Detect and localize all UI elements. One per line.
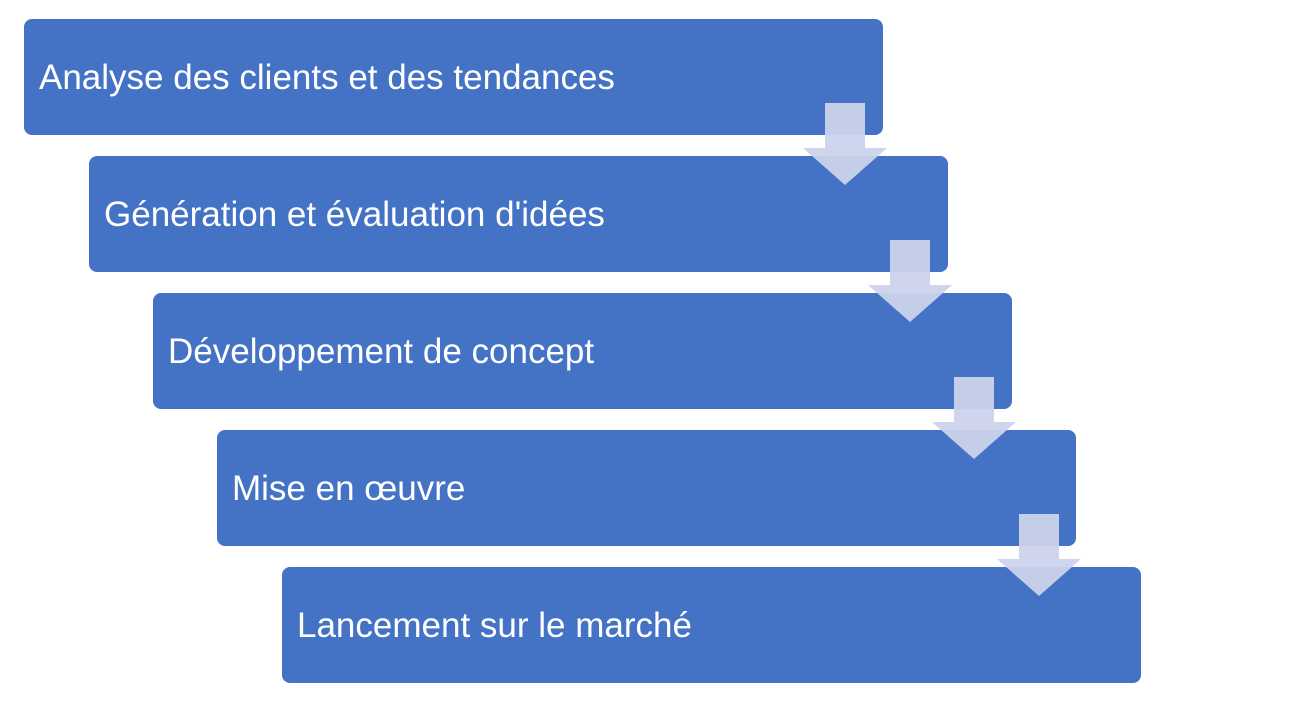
down-arrow-icon (868, 240, 952, 322)
step-label: Lancement sur le marché (297, 605, 692, 645)
step-box-idea-generation: Génération et évaluation d'idées (89, 156, 948, 272)
step-label: Génération et évaluation d'idées (104, 194, 605, 234)
step-box-customer-analysis: Analyse des clients et des tendances (24, 19, 883, 135)
step-box-market-launch: Lancement sur le marché (282, 567, 1141, 683)
down-arrow-icon (803, 103, 887, 185)
step-label: Mise en œuvre (232, 468, 466, 508)
down-arrow-icon (997, 514, 1081, 596)
step-box-concept-development: Développement de concept (153, 293, 1012, 409)
step-label: Développement de concept (168, 331, 595, 371)
down-arrow-icon (932, 377, 1016, 459)
step-label: Analyse des clients et des tendances (39, 57, 615, 97)
step-box-implementation: Mise en œuvre (217, 430, 1076, 546)
